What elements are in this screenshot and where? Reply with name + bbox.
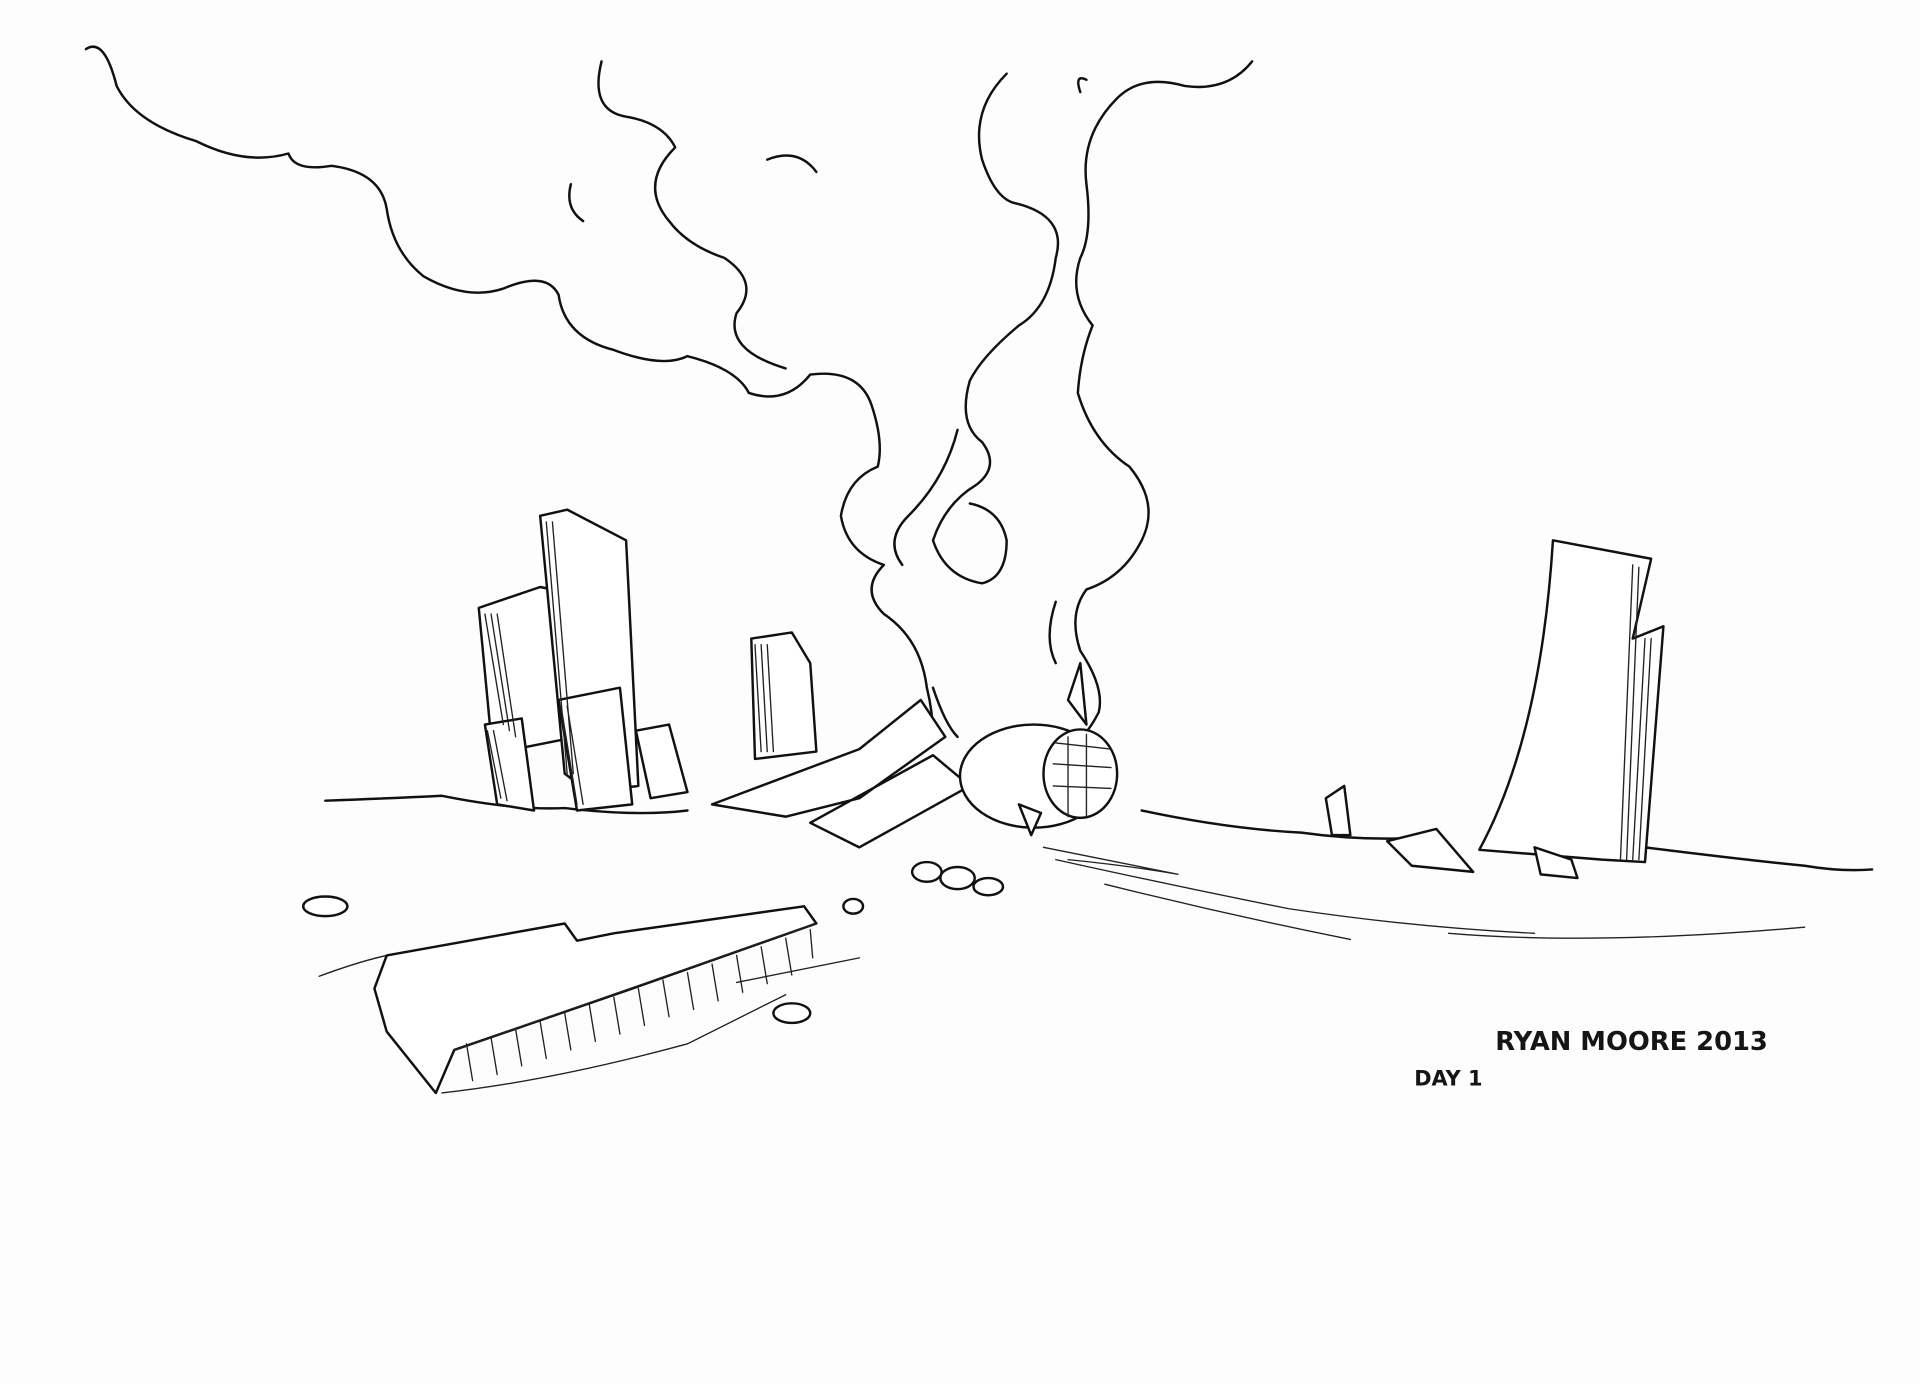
fallen-slab — [373, 905, 818, 1095]
smoke-inner-left — [568, 60, 818, 370]
caption-day: DAY 1 — [1414, 1067, 1482, 1091]
ruined-tower-right — [1324, 539, 1665, 880]
artist-signature: RYAN MOORE 2013 — [1495, 1027, 1768, 1057]
rubble-bits — [301, 860, 1005, 1025]
ruined-tower-left — [477, 508, 689, 812]
smoke-inner-right — [893, 428, 1057, 739]
smoke-cloud-outline — [84, 45, 935, 739]
ground-scratch-lines — [318, 858, 1806, 984]
smoke-column-right — [1066, 60, 1254, 751]
crashed-pod — [958, 661, 1179, 876]
smoke-column-center — [931, 72, 1060, 585]
ruined-tower-middle — [750, 631, 818, 761]
debris-slabs — [710, 698, 972, 849]
